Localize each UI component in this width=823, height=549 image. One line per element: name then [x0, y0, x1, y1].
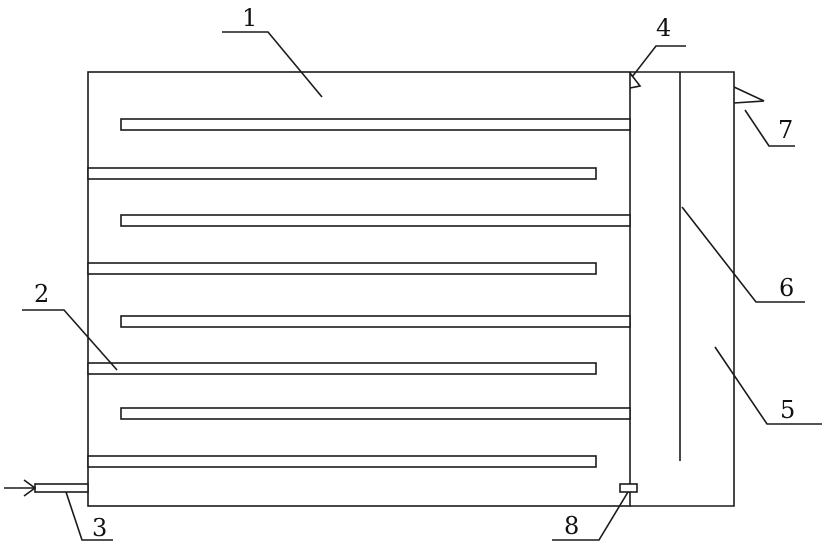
baffle-plate	[87, 167, 597, 180]
leader-line-5	[714, 346, 822, 425]
label-2: 2	[34, 280, 49, 308]
overflow-notch	[629, 72, 642, 89]
leader-line-6	[681, 206, 805, 303]
baffle-plate	[87, 455, 597, 468]
baffle-group	[87, 118, 631, 468]
leader-line-7	[744, 109, 795, 147]
outlet-spout	[733, 86, 765, 104]
baffle-plate	[120, 214, 631, 227]
leader-line-8	[552, 491, 629, 541]
baffle-plate	[120, 315, 631, 328]
drain-valve	[619, 483, 638, 493]
label-7: 7	[778, 116, 793, 144]
leader-line-3	[65, 491, 113, 541]
label-6: 6	[779, 274, 794, 302]
baffle-plate	[120, 118, 631, 131]
label-3: 3	[92, 514, 107, 542]
part-labels: 1 2 3 4 5 6 7 8	[34, 4, 795, 542]
baffle-plate	[87, 262, 597, 275]
baffle-plate	[120, 407, 631, 420]
inlet-pipe-body	[34, 483, 89, 493]
side-chamber	[630, 71, 735, 507]
label-5: 5	[780, 396, 795, 424]
label-1: 1	[242, 4, 257, 32]
leader-line-1	[222, 31, 323, 98]
label-4: 4	[656, 14, 671, 42]
leader-line-4	[631, 45, 686, 78]
baffle-plate	[87, 362, 597, 375]
main-tank	[87, 71, 631, 507]
inlet-pipe	[4, 479, 89, 497]
label-8: 8	[564, 512, 579, 540]
leader-lines	[22, 31, 822, 541]
inlet-arrow-head	[23, 479, 37, 497]
leader-line-2	[22, 309, 118, 371]
